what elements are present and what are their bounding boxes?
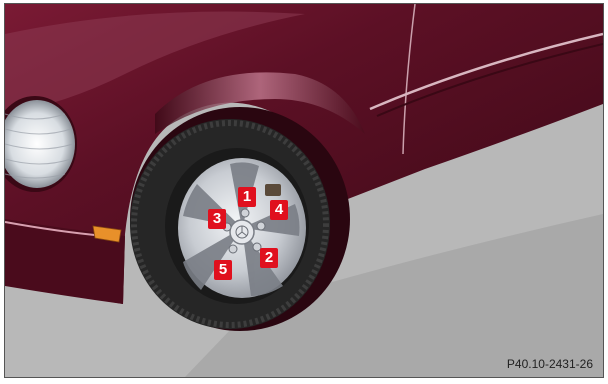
- illustration-frame: 1 2 3 4 5 P40.10-2431-26: [4, 3, 604, 378]
- lug-bolt-4: [257, 222, 265, 230]
- lug-label-4: 4: [270, 200, 288, 220]
- front-wheel: [130, 119, 330, 329]
- lug-label-2: 2: [260, 248, 278, 268]
- lug-label-1: 1: [238, 187, 256, 207]
- lug-bolt-5: [229, 245, 237, 253]
- figure-code: P40.10-2431-26: [507, 357, 593, 371]
- lug-label-5: 5: [214, 260, 232, 280]
- lug-label-3: 3: [208, 209, 226, 229]
- lug-bolt-1: [241, 209, 249, 217]
- car-front-wheel-illustration: [5, 4, 603, 377]
